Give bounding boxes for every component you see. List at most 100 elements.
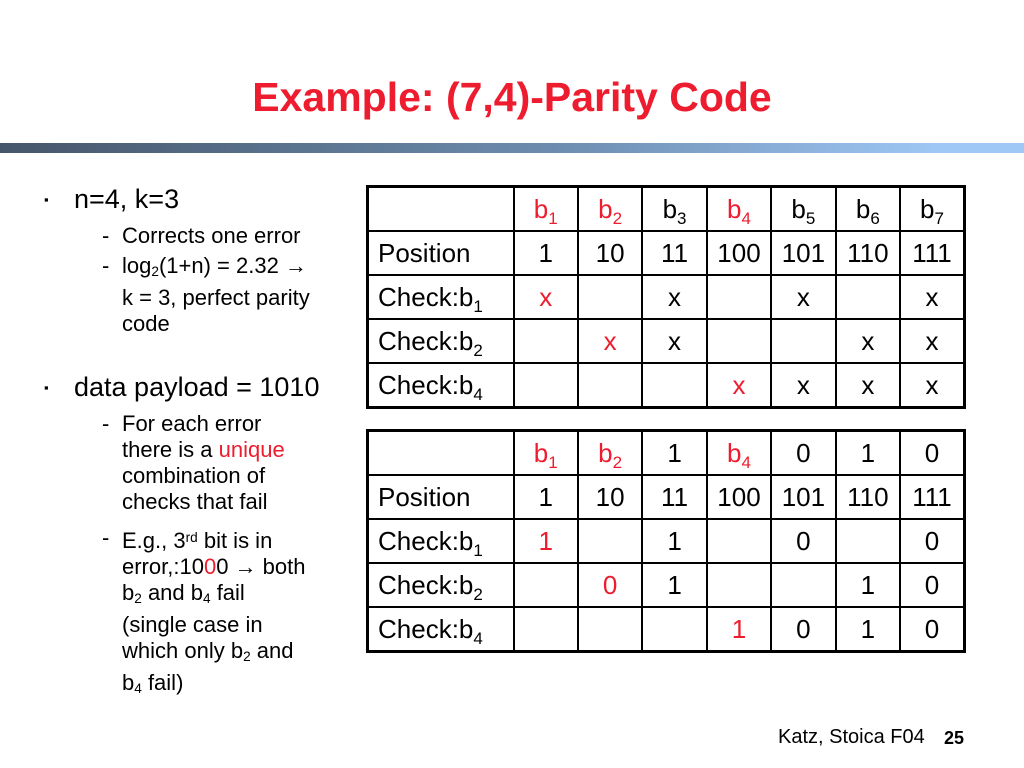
footer-credit: Katz, Stoica F04 [778,726,925,748]
text-segment: fail [210,580,245,606]
data-cell: 1 [512,518,579,564]
text-segment: 2 [243,649,251,665]
dash-icon: - [102,411,110,436]
data-cell [512,606,579,653]
text-segment: b [122,580,135,606]
text-segment: log [122,253,152,278]
row-label-cell: Check:b4 [366,362,515,409]
data-cell: x [899,318,966,364]
data-cell: 100 [705,474,773,520]
data-cell [512,318,579,364]
row-label-cell: Check:b2 [366,318,515,364]
bullet-item-payload: ▪ data payload = 1010 [40,371,370,403]
data-cell: 0 [899,562,966,608]
sub-bullet-log: - log2(1+n) = 2.32 →k = 3, perfect parit… [102,253,370,337]
text-segment: (single case in [122,612,263,638]
text-segment: 2 [151,264,159,279]
row-label-cell [366,429,515,476]
bullet-list: ▪ n=4, k=3 - Corrects one error - log2(1… [40,183,370,702]
data-cell [705,518,773,564]
data-cell: 1 [834,562,902,608]
data-cell: 1 [641,518,708,564]
bullet-heading: n=4, k=3 [74,184,180,214]
data-cell [705,562,773,608]
text-segment: E.g., 3 [122,528,186,554]
text-segment: k = 3, perfect parity [122,285,310,310]
data-cell: 101 [770,474,837,520]
text-segment: 2 [134,591,142,607]
dash-icon: - [102,253,110,278]
data-cell: 0 [770,518,837,564]
text-segment: checks that fail [122,489,268,514]
data-cell [576,518,644,564]
data-cell: b3 [641,185,708,232]
text-segment: For each error [122,411,262,436]
data-cell: b4 [705,429,773,476]
data-cell: 1 [705,606,773,653]
row-label-cell [366,185,515,232]
data-cell: 0 [576,562,644,608]
data-cell: b2 [576,185,644,232]
text-segment: code [122,311,170,336]
sub-bullet-text: Corrects one error [122,223,362,249]
data-cell: 1 [641,562,708,608]
data-cell: x [576,318,644,364]
data-cell [770,318,837,364]
data-cell: b1 [512,185,579,232]
text-segment: there is a [122,437,219,462]
data-cell: 1 [834,429,902,476]
row-label-cell: Position [366,230,515,276]
data-cell: 0 [899,518,966,564]
data-cell: b1 [512,429,579,476]
data-cell: x [899,362,966,409]
bullet-heading: data payload = 1010 [74,372,320,402]
data-cell [641,362,708,409]
title-divider-bar [0,143,1024,153]
data-cell [576,606,644,653]
text-segment: 4 [203,591,211,607]
row-label-cell: Position [366,474,515,520]
bullet-square-icon: ▪ [44,192,49,207]
data-cell: b2 [576,429,644,476]
data-cell: 1 [512,230,579,276]
data-cell: 10 [576,230,644,276]
dash-icon: - [102,525,110,550]
text-segment: fail) [141,670,184,696]
text-segment: error,:10 [122,554,204,580]
sub-bullet-corrects: - Corrects one error [102,223,370,249]
data-cell: x [705,362,773,409]
dash-icon: - [102,223,110,248]
data-cell: x [834,362,902,409]
text-segment: and [250,638,294,664]
data-cell [834,274,902,320]
data-cell: 111 [899,474,966,520]
text-segment: → [234,554,257,580]
slide-title: Example: (7,4)-Parity Code [252,74,772,120]
text-segment: combination of [122,463,266,488]
text-segment: 0 [216,554,235,580]
data-cell [576,274,644,320]
data-cell: b5 [770,185,837,232]
row-label-cell: Check:b2 [366,562,515,608]
bullet-item-n4k3: ▪ n=4, k=3 [40,183,370,215]
data-cell: 0 [899,606,966,653]
data-cell: b7 [899,185,966,232]
data-cell: 0 [899,429,966,476]
data-cell [705,274,773,320]
data-cell: x [512,274,579,320]
